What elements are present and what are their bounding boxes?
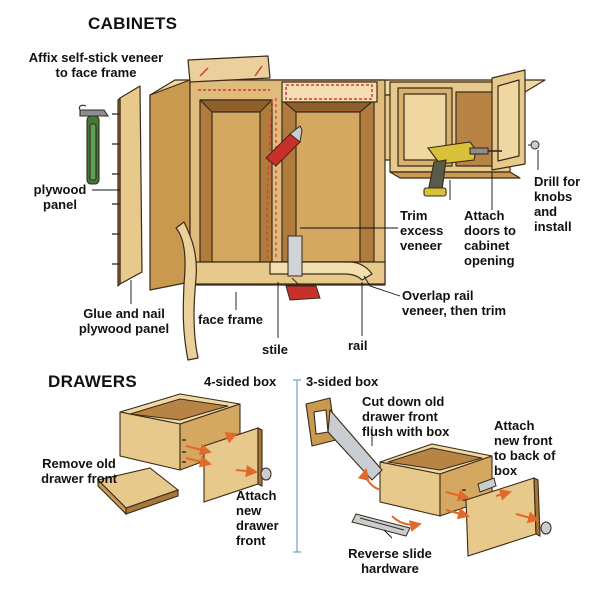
label-face-frame: face frame: [198, 312, 264, 327]
drawer-knob-icon: [260, 467, 272, 481]
label-stile: stile: [262, 342, 289, 357]
drawer-knob-icon: [528, 140, 540, 150]
label-remove-old: Remove old drawer front: [41, 456, 117, 486]
drawers-heading: DRAWERS: [48, 372, 137, 391]
label-attach-back: Attach new front to back of box: [494, 418, 556, 478]
hammer-icon: [78, 104, 110, 185]
label-overlap-rail: Overlap rail veneer, then trim: [402, 288, 507, 318]
label-attach-new-drawer: Attach new drawer front: [236, 488, 279, 548]
plywood-panel: [112, 85, 143, 287]
attach-arrows-three-sided: [357, 468, 540, 532]
old-drawer-front: [96, 467, 180, 516]
attach-arrows-four-sided: [185, 432, 258, 477]
drawer-knob-icon: [540, 521, 552, 535]
label-four-sided-box: 4-sided box: [204, 374, 277, 389]
cabinet-leader-lines: [92, 150, 539, 338]
drawer-slide-icon: [351, 513, 411, 537]
drawer-slide-icon: [477, 477, 497, 493]
label-three-sided-box: 3-sided box: [306, 374, 379, 389]
veneer-piece: [187, 55, 271, 83]
veneer-strip: [175, 221, 199, 361]
label-trim-excess: Trim excess veneer: [400, 208, 444, 253]
label-cut-down: Cut down old drawer front flush with box: [362, 394, 450, 439]
cabinet-door: [491, 69, 526, 171]
label-rail: rail: [348, 338, 368, 353]
label-plywood-panel: plywood panel: [33, 182, 87, 212]
utility-knife-icon: [285, 235, 321, 301]
cabinets-heading: CABINETS: [88, 14, 178, 33]
label-reverse-slide: Reverse slide hardware: [348, 546, 432, 576]
new-drawer-front: [203, 427, 263, 503]
label-drill-knobs: Drill for knobs and install: [534, 174, 581, 234]
drill-icon: [423, 141, 502, 197]
face-frame: [189, 79, 386, 286]
label-attach-doors: Attach doors to cabinet opening: [464, 208, 516, 268]
drawer-leader-lines: [371, 426, 393, 539]
label-glue-nail: Glue and nail plywood panel: [78, 306, 170, 336]
four-sided-drawer-box: [119, 393, 241, 471]
utility-knife-icon: [265, 125, 303, 167]
label-affix-veneer: Affix self-stick veneer to face frame: [28, 50, 164, 80]
new-drawer-front-three-sided: [465, 477, 541, 557]
handsaw-icon: [305, 397, 383, 481]
